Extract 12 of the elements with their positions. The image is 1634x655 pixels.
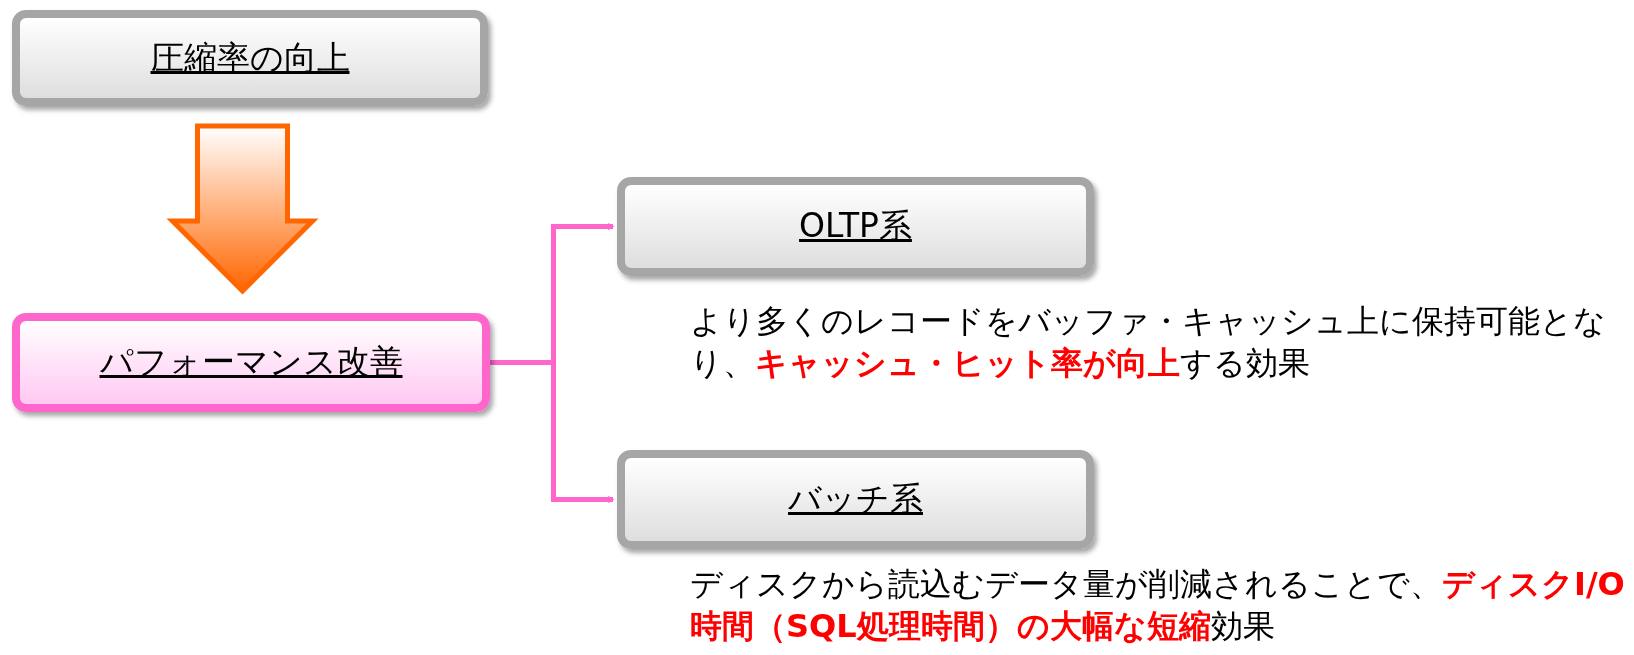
process-box bbox=[12, 10, 488, 106]
box-title: OLTP系 bbox=[799, 205, 912, 247]
process-box bbox=[12, 313, 490, 412]
box-title: パフォーマンス改善 bbox=[99, 341, 403, 383]
description-text: より多くのレコードをバッファ・キャッシュ上に保持可能となり、キャッシュ・ヒット率が向上する効果 bbox=[690, 301, 1607, 385]
block-arrow bbox=[166, 123, 319, 295]
box-title: バッチ系 bbox=[788, 478, 923, 520]
process-box bbox=[617, 450, 1094, 549]
box-title: 圧縮率の向上 bbox=[150, 36, 350, 79]
connector-arrow bbox=[490, 360, 614, 503]
process-box bbox=[617, 177, 1094, 276]
description-text: ディスクから読込むデータ量が削減されることで、ディスクI/O時間（SQL処理時間）の大幅な短縮効果 bbox=[690, 564, 1625, 648]
